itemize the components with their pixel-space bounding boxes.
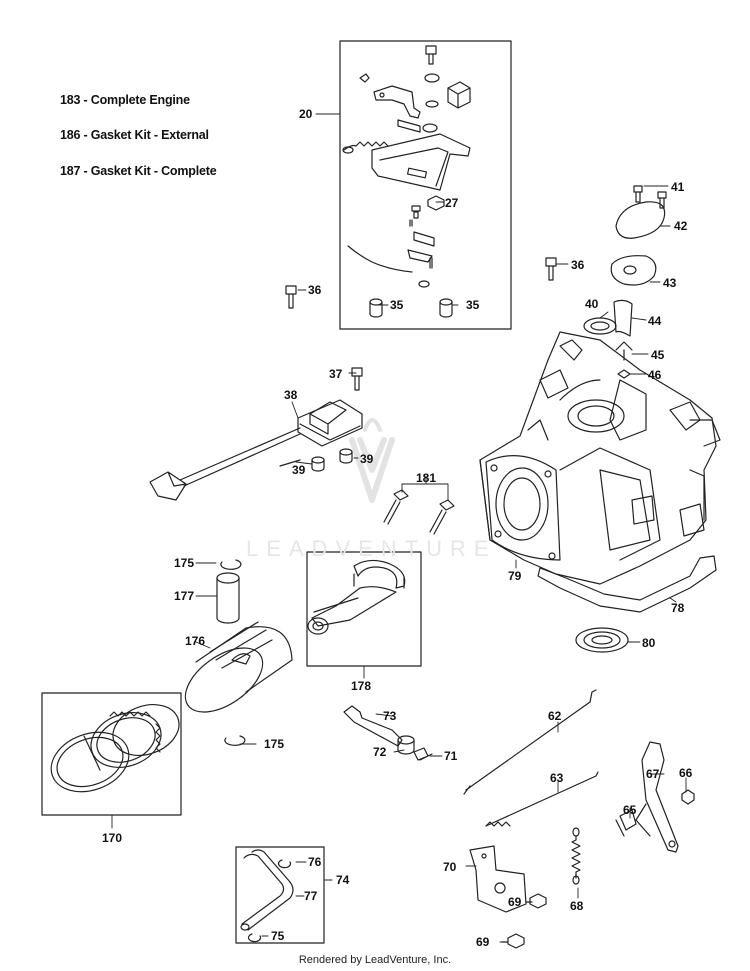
bolt-36-right — [545, 257, 557, 281]
callout-36a: 36 — [308, 283, 322, 297]
legend-gasket-kit-external: 186 - Gasket Kit - External — [60, 128, 209, 142]
callout-73: 73 — [383, 709, 397, 723]
callout-78: 78 — [671, 601, 685, 615]
callout-69b: 69 — [476, 935, 490, 949]
bolt-69-lower — [501, 933, 525, 949]
crankcase-block — [479, 331, 721, 585]
ignition-coil — [149, 399, 363, 501]
callout-74: 74 — [336, 873, 350, 887]
callout-177: 177 — [174, 589, 194, 603]
callout-170: 170 — [102, 831, 122, 845]
callout-75: 75 — [271, 929, 285, 943]
callout-39a: 39 — [292, 463, 306, 477]
piston-ring-box — [41, 692, 182, 816]
piston — [184, 621, 293, 713]
callout-35a: 35 — [390, 298, 404, 312]
callout-42: 42 — [674, 219, 688, 233]
callout-176: 176 — [185, 634, 205, 648]
callout-27: 27 — [445, 196, 459, 210]
bolt-69-upper — [525, 893, 547, 909]
callout-181: 181 — [416, 471, 436, 485]
watermark-text: LEADVENTURE — [246, 536, 497, 561]
callout-69a: 69 — [508, 895, 522, 909]
clip-175-bottom — [224, 735, 246, 746]
callout-175a: 175 — [174, 556, 194, 570]
wrist-pin — [216, 572, 240, 624]
bolts-181 — [383, 489, 455, 535]
mounting-bracket — [469, 845, 527, 913]
callout-175b: 175 — [264, 737, 284, 751]
bolt-36-left — [285, 285, 297, 309]
callout-77: 77 — [304, 889, 318, 903]
callout-68: 68 — [570, 899, 584, 913]
callout-65: 65 — [623, 803, 637, 817]
callout-40: 40 — [585, 297, 599, 311]
base-gasket — [537, 555, 717, 613]
callout-35b: 35 — [466, 298, 480, 312]
callout-43: 43 — [663, 276, 677, 290]
callout-45: 45 — [651, 348, 665, 362]
callout-178: 178 — [351, 679, 371, 693]
ball-bearing — [575, 627, 629, 653]
piston-rings — [50, 704, 180, 793]
leadventure-watermark — [349, 418, 395, 503]
callout-39b: 39 — [360, 452, 374, 466]
clip-175-top — [220, 559, 242, 570]
callout-71: 71 — [444, 749, 458, 763]
governor-kit-box — [339, 40, 512, 330]
leader-lines — [111, 113, 687, 943]
choke-linkage — [343, 705, 433, 761]
callout-38: 38 — [284, 388, 298, 402]
control-lever — [615, 741, 695, 853]
callout-36b: 36 — [571, 258, 585, 272]
callout-44: 44 — [648, 314, 662, 328]
connecting-rod — [307, 559, 406, 635]
governor-rod-62 — [463, 689, 597, 795]
spring-68 — [571, 827, 581, 885]
bolt-37 — [351, 367, 363, 391]
callout-62: 62 — [548, 709, 562, 723]
callout-63: 63 — [550, 771, 564, 785]
callout-41: 41 — [671, 180, 685, 194]
callout-80: 80 — [642, 636, 656, 650]
callout-67: 67 — [646, 767, 660, 781]
legend-gasket-kit-complete: 187 - Gasket Kit - Complete — [60, 164, 217, 178]
callout-37: 37 — [329, 367, 343, 381]
breather-tube — [240, 849, 294, 943]
footer-credit: Rendered by LeadVenture, Inc. — [298, 954, 452, 966]
callout-72: 72 — [373, 745, 387, 759]
callout-labels: 20 27 35 35 36 36 37 38 39 39 40 41 42 4… — [102, 107, 693, 949]
callout-70: 70 — [443, 860, 457, 874]
throttle-rod-63 — [485, 771, 599, 827]
callout-66: 66 — [679, 766, 693, 780]
legend-complete-engine: 183 - Complete Engine — [60, 93, 190, 107]
governor-parts — [342, 45, 471, 318]
breather-tube-box — [235, 846, 325, 944]
callout-79: 79 — [508, 569, 522, 583]
callout-46: 46 — [648, 368, 662, 382]
callout-20: 20 — [299, 107, 313, 121]
callout-76: 76 — [308, 855, 322, 869]
